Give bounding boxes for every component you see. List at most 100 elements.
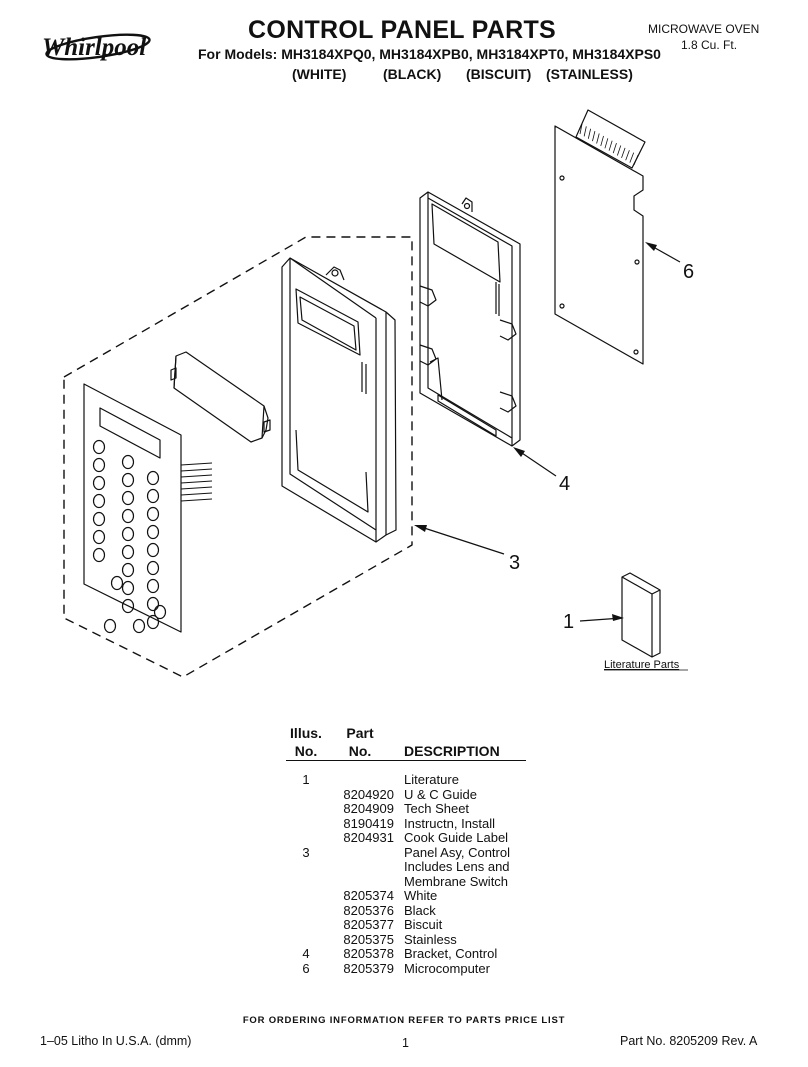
callout-6: 6 — [683, 261, 694, 283]
whirlpool-logo: Whirlpool — [42, 33, 151, 61]
keypad-button — [146, 560, 160, 576]
document-part-number: Part No. 8205209 Rev. A — [620, 1034, 758, 1048]
illus-no — [286, 817, 326, 832]
callout-1: 1 — [563, 611, 574, 633]
header-illus-line2: No. — [286, 742, 326, 761]
illus-no: 6 — [302, 960, 310, 976]
part-description: Black — [404, 902, 436, 918]
table-row: Includes Lens and — [286, 859, 526, 875]
arrowhead-3 — [414, 525, 427, 532]
keypad-button — [92, 457, 106, 473]
membrane-switch-keypad — [83, 383, 213, 634]
part-description: U & C Guide — [404, 786, 477, 802]
keypad-button — [146, 506, 160, 522]
variant-biscuit: (BISCUIT) — [466, 66, 532, 82]
keypad-button — [92, 475, 106, 491]
keypad-button — [121, 508, 135, 524]
part-no: 8205376 — [343, 902, 394, 918]
table-row: 8205377 Biscuit — [286, 917, 526, 933]
keypad-button — [110, 575, 124, 591]
illus-no — [286, 860, 326, 875]
part-no: 8190419 — [343, 815, 394, 831]
keypad-button — [146, 542, 160, 558]
keypad-button — [92, 511, 106, 527]
callout-4: 4 — [559, 473, 570, 495]
header-part-line2: No. — [326, 742, 400, 761]
parts-table: Illus. Part No. No. DESCRIPTION 1 Literat… — [286, 724, 526, 976]
table-row: 8205376 Black — [286, 902, 526, 919]
part-no: 8205375 — [343, 931, 394, 947]
product-type: MICROWAVE OVEN — [648, 22, 760, 36]
keypad-button — [103, 618, 117, 634]
table-row: 8205374 White — [286, 888, 526, 904]
part-no: 8205377 — [343, 917, 394, 932]
keypad-button — [146, 578, 160, 594]
part-description: Instructn, Install — [404, 815, 496, 831]
part-no — [326, 860, 400, 875]
illus-no — [286, 802, 326, 817]
keypad-button — [132, 618, 146, 634]
part-no — [326, 875, 400, 890]
part-description: Biscuit — [404, 917, 443, 932]
part-description: Literature — [404, 772, 459, 787]
part-description: Microcomputer — [404, 960, 490, 976]
part-description: White — [404, 888, 438, 903]
keypad-button — [121, 562, 135, 578]
callout-3: 3 — [509, 552, 520, 574]
arrowhead-4 — [513, 447, 525, 457]
arrowhead-1 — [612, 614, 624, 621]
keypad-button — [146, 614, 160, 630]
keypad-button — [92, 547, 106, 563]
keypad-button — [121, 454, 135, 470]
table-header-row-1: Illus. Part — [286, 724, 526, 742]
part-description: Bracket, Control — [404, 946, 498, 961]
table-row: 8204909 Tech Sheet — [286, 801, 526, 817]
table-row: 8190419 Instructn, Install — [286, 815, 526, 832]
variant-white: (WHITE) — [292, 66, 347, 82]
exploded-parts-diagram: 6 4 3 1 Literature Parts — [63, 109, 694, 678]
keypad-button — [121, 472, 135, 488]
keypad-button — [121, 544, 135, 560]
variant-stainless: (STAINLESS) — [546, 66, 633, 82]
keypad-button — [146, 524, 160, 540]
part-no: 8205374 — [343, 888, 394, 903]
table-row: Membrane Switch — [286, 873, 526, 890]
part-description: Tech Sheet — [404, 801, 470, 816]
keypad-button — [146, 470, 160, 486]
table-header-row-2: No. No. DESCRIPTION — [286, 742, 526, 761]
part-description: Stainless — [404, 931, 457, 947]
illus-no — [286, 904, 326, 919]
literature-parts-label: Literature Parts — [604, 659, 680, 671]
part-description: Includes Lens and — [404, 859, 510, 874]
control-bracket — [419, 191, 521, 447]
lens — [170, 351, 271, 443]
models-line: For Models: MH3184XPQ0, MH3184XPB0, MH31… — [198, 46, 661, 62]
illus-no — [286, 918, 326, 933]
page-number: 1 — [402, 1036, 409, 1050]
litho-info: 1–05 Litho In U.S.A. (dmm) — [40, 1034, 192, 1048]
part-no: 8204920 — [343, 786, 394, 802]
illus-no: 1 — [302, 772, 310, 787]
table-row: 8205375 Stainless — [286, 931, 526, 948]
panel-assembly-outline — [63, 236, 413, 678]
part-description: Panel Asy, Control — [404, 844, 510, 860]
header-illus-line1: Illus. — [290, 725, 322, 741]
part-no — [326, 846, 400, 861]
part-no — [326, 773, 400, 788]
control-panel-housing — [281, 257, 397, 543]
keypad-button — [92, 529, 106, 545]
illus-no — [286, 788, 326, 803]
logo-wordmark: Whirlpool — [42, 34, 146, 61]
part-no: 8204909 — [343, 801, 394, 816]
membrane-ribbon-cable — [180, 462, 213, 502]
page-title: CONTROL PANEL PARTS — [248, 16, 557, 44]
literature-booklet — [621, 572, 661, 658]
part-no: 8205378 — [343, 946, 394, 961]
variant-black: (BLACK) — [383, 66, 442, 82]
illus-no — [286, 875, 326, 890]
part-description: Membrane Switch — [404, 873, 509, 889]
illus-no: 3 — [302, 844, 310, 860]
